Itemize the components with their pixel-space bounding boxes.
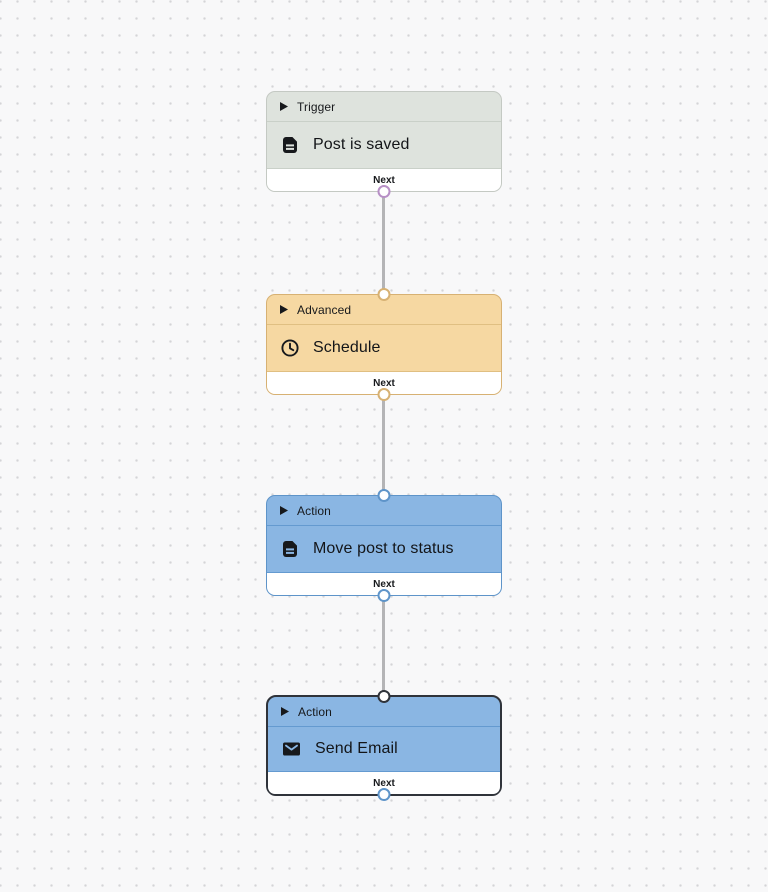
node-body[interactable]: Send Email xyxy=(268,727,500,772)
next-port-label: Next xyxy=(373,578,395,590)
node-header[interactable]: Action xyxy=(267,496,501,526)
node-body[interactable]: Post is saved xyxy=(267,122,501,169)
clock-icon xyxy=(280,338,300,358)
document-icon xyxy=(280,539,300,559)
output-handle[interactable] xyxy=(377,388,391,402)
node-action-send-email[interactable]: Action Send Email Next xyxy=(266,689,502,802)
connector-edge[interactable] xyxy=(382,395,385,496)
node-body[interactable]: Schedule xyxy=(267,325,501,372)
node-footer: Next xyxy=(267,372,501,394)
node-body[interactable]: Move post to status xyxy=(267,526,501,573)
next-port-label: Next xyxy=(373,377,395,389)
node-header[interactable]: Action xyxy=(268,697,500,727)
connector-edge[interactable] xyxy=(382,192,385,295)
node-title: Move post to status xyxy=(313,540,454,557)
node-category-label: Action xyxy=(298,704,332,719)
node-action-move-post-to-status[interactable]: Action Move post to status Next xyxy=(266,488,502,603)
node-category-label: Advanced xyxy=(297,302,352,317)
node-trigger-post-is-saved[interactable]: Trigger Post is saved Next xyxy=(266,91,502,199)
node-header[interactable]: Trigger xyxy=(267,92,501,122)
connector-edge[interactable] xyxy=(382,596,385,696)
node-title: Send Email xyxy=(315,740,398,757)
output-handle[interactable] xyxy=(377,788,391,802)
document-icon xyxy=(280,135,300,155)
node-advanced-schedule[interactable]: Advanced Schedule Next xyxy=(266,287,502,402)
collapse-triangle-icon[interactable] xyxy=(281,707,289,716)
output-handle[interactable] xyxy=(377,589,391,603)
collapse-triangle-icon[interactable] xyxy=(280,305,288,314)
node-title: Post is saved xyxy=(313,136,410,153)
node-category-label: Action xyxy=(297,503,331,518)
output-handle[interactable] xyxy=(377,185,391,199)
node-footer: Next xyxy=(268,772,500,794)
node-title: Schedule xyxy=(313,339,381,356)
collapse-triangle-icon[interactable] xyxy=(280,506,288,515)
node-header[interactable]: Advanced xyxy=(267,295,501,325)
input-handle[interactable] xyxy=(377,287,391,301)
next-port-label: Next xyxy=(373,174,395,186)
node-footer: Next xyxy=(267,169,501,191)
next-port-label: Next xyxy=(373,777,395,789)
node-category-label: Trigger xyxy=(297,99,336,114)
input-handle[interactable] xyxy=(377,689,391,703)
mail-icon xyxy=(281,739,302,759)
node-footer: Next xyxy=(267,573,501,595)
collapse-triangle-icon[interactable] xyxy=(280,102,288,111)
input-handle[interactable] xyxy=(377,488,391,502)
